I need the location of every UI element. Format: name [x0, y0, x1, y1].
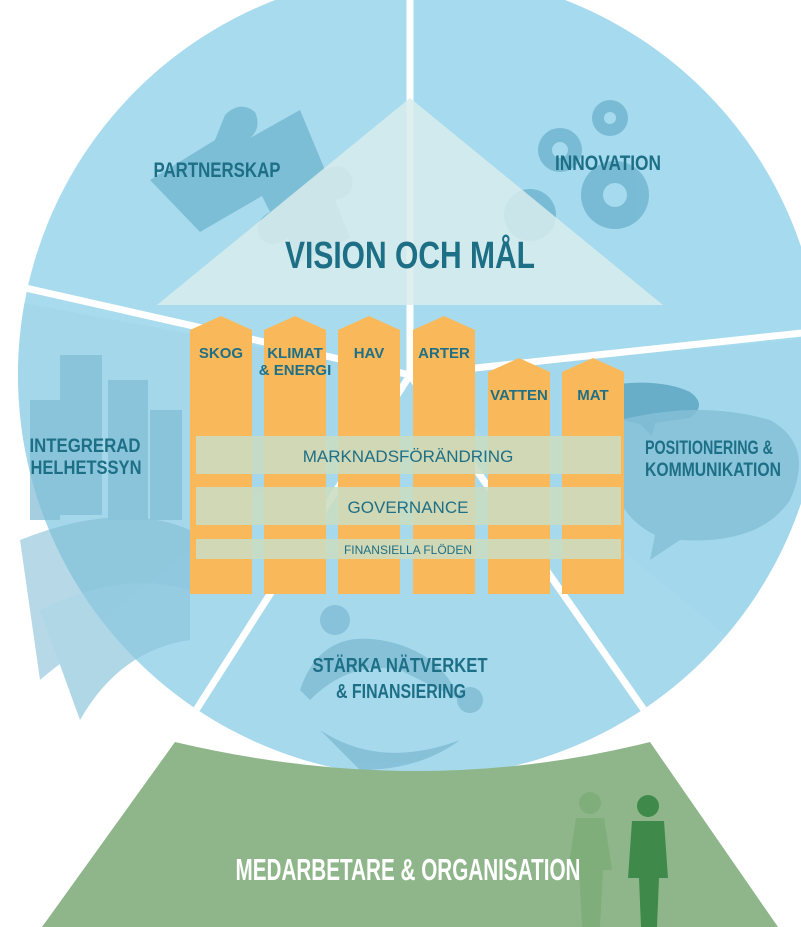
pillar-label-1-0: KLIMAT [267, 345, 323, 362]
band-governance [196, 487, 621, 525]
pillar-label-3-0: ARTER [418, 345, 470, 362]
band-finansiella [196, 539, 621, 559]
speech-bubbles-icon [608, 382, 799, 560]
segment-starka-label-2: & FINANSIERING [336, 681, 466, 703]
segment-innovation-label: INNOVATION [555, 152, 661, 175]
bottom-label: MEDARBETARE & ORGANISATION [236, 852, 581, 887]
people-circle-icon [300, 605, 483, 770]
roof-triangle [157, 98, 663, 305]
people-icon [568, 792, 668, 927]
bottom-band: MEDARBETARE & ORGANISATION [42, 742, 778, 927]
band-finansiella-label: FINANSIELLA FLÖDEN [344, 543, 472, 557]
roof-title: VISION OCH MÅL [285, 233, 535, 277]
pillar-label-0-0: SKOG [199, 345, 243, 362]
segment-positionering-label-1: POSITIONERING & [645, 438, 773, 459]
band-marknad-label: MARKNADSFÖRÄNDRING [303, 447, 514, 466]
pillar-label-1-1: & ENERGI [259, 362, 332, 379]
pillar-5 [562, 358, 624, 594]
city-fields-icon [20, 355, 190, 720]
band-governance-label: GOVERNANCE [348, 498, 469, 517]
segment-partnerskap-label: PARTNERSKAP [154, 159, 281, 182]
bands: MARKNADSFÖRÄNDRING GOVERNANCE FINANSIELL… [196, 436, 621, 559]
pillar-4 [488, 358, 550, 594]
segment-starka-label-1: STÄRKA NÄTVERKET [313, 654, 488, 677]
segment-integrerad-label-1: INTEGRERAD [30, 436, 141, 457]
pillar-label-2-0: HAV [354, 345, 385, 362]
band-marknad [196, 436, 621, 474]
pillar-label-4-0: VATTEN [490, 387, 548, 404]
segment-positionering-label-2: KOMMUNIKATION [645, 460, 781, 481]
roof: VISION OCH MÅL [157, 98, 663, 305]
pillar-label-5-0: MAT [577, 387, 608, 404]
segment-integrerad-label-2: HELHETSSYN [31, 458, 142, 479]
